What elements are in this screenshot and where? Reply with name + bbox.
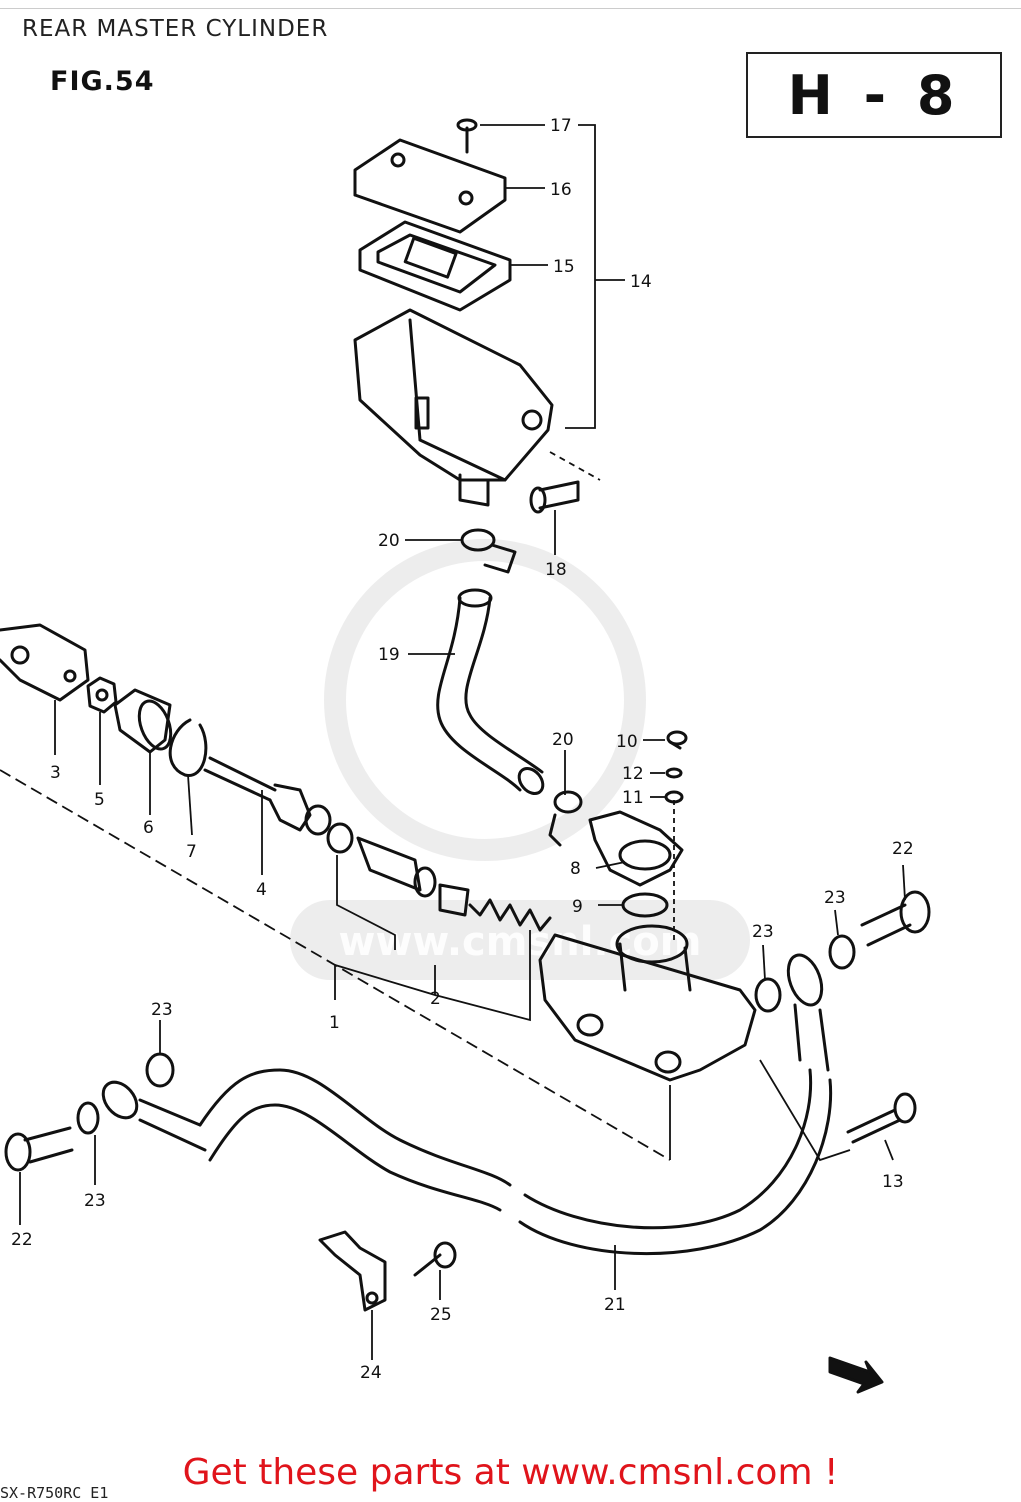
callout-23-d: 23 bbox=[84, 1191, 106, 1211]
piston-assembly bbox=[326, 822, 470, 917]
callout-16: 16 bbox=[550, 180, 572, 200]
fitting-screw bbox=[664, 730, 688, 804]
callout-22-right: 22 bbox=[892, 839, 914, 859]
callout-23-b: 23 bbox=[752, 922, 774, 942]
callout-14: 14 bbox=[630, 272, 652, 292]
callout-22-left: 22 bbox=[11, 1230, 33, 1250]
callout-11: 11 bbox=[622, 788, 644, 808]
washer bbox=[754, 977, 782, 1013]
union-bolt-right bbox=[860, 890, 931, 947]
clamp-bolt bbox=[413, 1241, 457, 1277]
callout-18: 18 bbox=[545, 560, 567, 580]
forward-arrow-icon bbox=[828, 1356, 884, 1394]
callout-20b: 20 bbox=[552, 730, 574, 750]
callout-25: 25 bbox=[430, 1305, 452, 1325]
washer bbox=[145, 1052, 175, 1088]
reservoir-cap bbox=[353, 138, 507, 234]
callout-19: 19 bbox=[378, 645, 400, 665]
reservoir-body bbox=[353, 308, 554, 507]
callout-17: 17 bbox=[550, 116, 572, 136]
sheet-code: SX-R750RC E1 bbox=[0, 1484, 109, 1502]
top-rule bbox=[0, 8, 1021, 9]
callout-8: 8 bbox=[570, 859, 581, 879]
hose-clamp-bracket bbox=[318, 1230, 387, 1312]
callout-23-a: 23 bbox=[824, 888, 846, 908]
callout-9: 9 bbox=[572, 897, 583, 917]
callout-3: 3 bbox=[50, 763, 61, 783]
o-ring bbox=[621, 892, 669, 918]
callout-10: 10 bbox=[616, 732, 638, 752]
washer bbox=[828, 934, 856, 970]
diaphragm bbox=[358, 220, 512, 312]
clevis bbox=[0, 623, 90, 702]
lock-nut bbox=[86, 676, 118, 714]
washer bbox=[76, 1101, 100, 1135]
dust-boot bbox=[113, 688, 173, 754]
section-code: H - 8 bbox=[787, 64, 961, 127]
union-bolt-left bbox=[4, 1126, 74, 1172]
callout-12: 12 bbox=[622, 764, 644, 784]
footer-advert-link[interactable]: Get these parts at www.cmsnl.com ! bbox=[182, 1452, 839, 1493]
callout-15: 15 bbox=[553, 257, 575, 277]
callout-1: 1 bbox=[329, 1013, 340, 1033]
section-box: H - 8 bbox=[746, 52, 1002, 138]
callout-6: 6 bbox=[143, 818, 154, 838]
callout-4: 4 bbox=[256, 880, 267, 900]
cap-screw bbox=[456, 118, 478, 154]
hose-clamp-lower bbox=[548, 790, 583, 847]
reservoir-hose bbox=[436, 588, 545, 796]
bolt bbox=[529, 480, 580, 514]
brake-hose bbox=[101, 953, 833, 1256]
push-rod bbox=[203, 756, 332, 836]
callout-20: 20 bbox=[378, 531, 400, 551]
callout-2: 2 bbox=[430, 989, 441, 1009]
callout-7: 7 bbox=[186, 842, 197, 862]
hose-fitting bbox=[588, 810, 684, 887]
callout-23-c: 23 bbox=[151, 1000, 173, 1020]
callout-21: 21 bbox=[604, 1295, 626, 1315]
return-spring bbox=[468, 898, 552, 932]
callout-24: 24 bbox=[360, 1363, 382, 1383]
figure-label: FIG.54 bbox=[50, 66, 155, 97]
page-title: REAR MASTER CYLINDER bbox=[22, 16, 329, 42]
leader-lines bbox=[0, 124, 906, 1360]
master-cylinder-body bbox=[538, 924, 757, 1082]
callout-labels: 17 16 15 14 20 18 19 3 5 6 7 4 20 10 12 … bbox=[11, 116, 914, 1383]
circlip bbox=[168, 718, 208, 777]
mount-bolt bbox=[846, 1092, 917, 1144]
callout-13: 13 bbox=[882, 1172, 904, 1192]
callout-5: 5 bbox=[94, 790, 105, 810]
